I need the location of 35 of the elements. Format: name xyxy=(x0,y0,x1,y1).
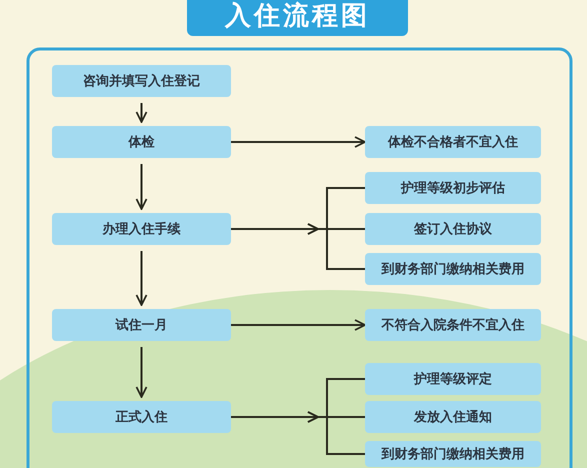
arrow xyxy=(231,223,365,270)
step-text: 护理等级评定 xyxy=(414,370,492,388)
process-box xyxy=(52,65,231,97)
step-text: 到财务部门缴纳相关费用 xyxy=(382,446,524,463)
step-text: 不符合入院条件不宜入住 xyxy=(382,316,524,334)
process-box xyxy=(52,309,231,341)
arrow xyxy=(136,251,148,306)
step-text: 发放入住通知 xyxy=(414,408,492,426)
arrow xyxy=(136,164,148,210)
step-text: 咨询并填写入住登记 xyxy=(83,72,200,90)
step-text: 签订入住协议 xyxy=(414,220,492,238)
arrow xyxy=(136,103,148,123)
process-box xyxy=(52,401,231,433)
process-box xyxy=(52,213,231,245)
process-box xyxy=(365,309,541,341)
process-box xyxy=(365,441,541,467)
step-text: 护理等级初步评估 xyxy=(401,180,505,197)
process-box xyxy=(365,213,541,245)
step-text: 体检 xyxy=(128,134,154,151)
process-box xyxy=(365,126,541,158)
process-box xyxy=(52,126,231,158)
arrow xyxy=(231,136,366,148)
arrow xyxy=(231,319,366,331)
arrow xyxy=(136,347,148,398)
step-text: 体检不合格者不宜入住 xyxy=(388,134,518,151)
title-banner: 入住流程图 xyxy=(187,0,408,36)
process-box xyxy=(365,363,541,395)
process-box xyxy=(365,401,541,433)
process-box xyxy=(365,253,541,285)
arrow xyxy=(231,411,365,455)
step-text: 到财务部门缴纳相关费用 xyxy=(382,260,524,278)
process-box xyxy=(365,172,541,204)
step-text: 试住一月 xyxy=(116,317,168,334)
step-text: 正式入住 xyxy=(116,408,168,426)
step-text: 办理入住手续 xyxy=(102,220,180,238)
